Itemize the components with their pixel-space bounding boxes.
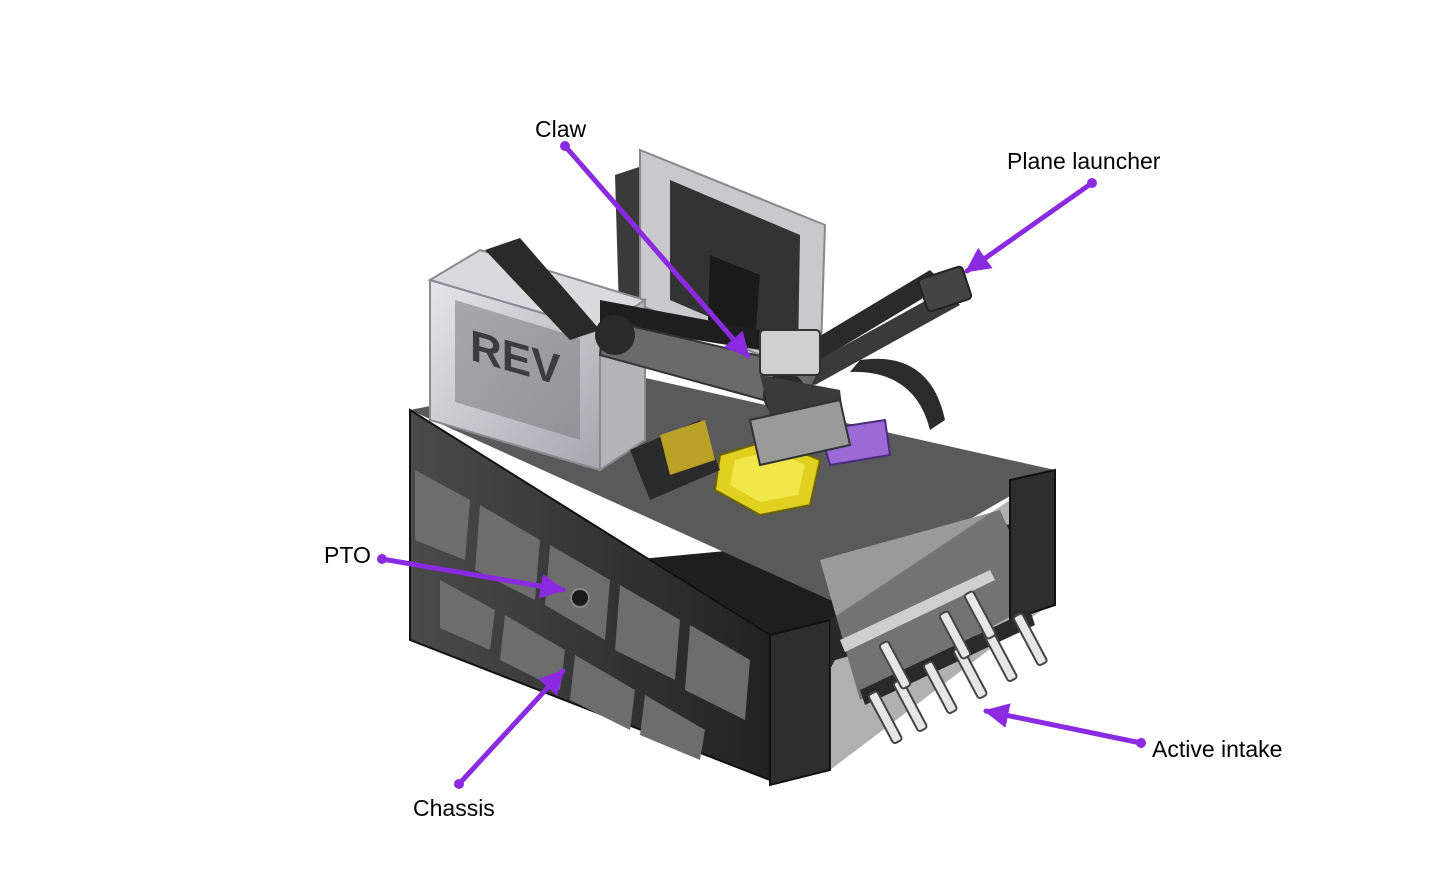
chassis-side-plate (409, 408, 771, 782)
active-intake-assembly (840, 570, 1048, 745)
pto-label: PTO (324, 542, 371, 568)
claw-callout-line (560, 141, 751, 359)
chassis-label: Chassis (413, 795, 495, 821)
plane-launcher-callout-line (964, 178, 1097, 274)
robot-illustration: REV (409, 148, 1056, 787)
plane-launcher-label: Plane launcher (1007, 148, 1161, 174)
active-intake-callout-line (983, 703, 1146, 748)
plane-launcher-assembly (800, 265, 973, 430)
motor (630, 420, 720, 500)
active-intake-label: Active intake (1152, 736, 1283, 762)
chassis-callout-line (454, 668, 566, 789)
claw-label: Claw (535, 116, 587, 142)
claw-grippers (713, 398, 892, 517)
claw-arm (595, 315, 845, 430)
pto-callout-line (377, 554, 566, 599)
callout-lines (377, 141, 1146, 789)
